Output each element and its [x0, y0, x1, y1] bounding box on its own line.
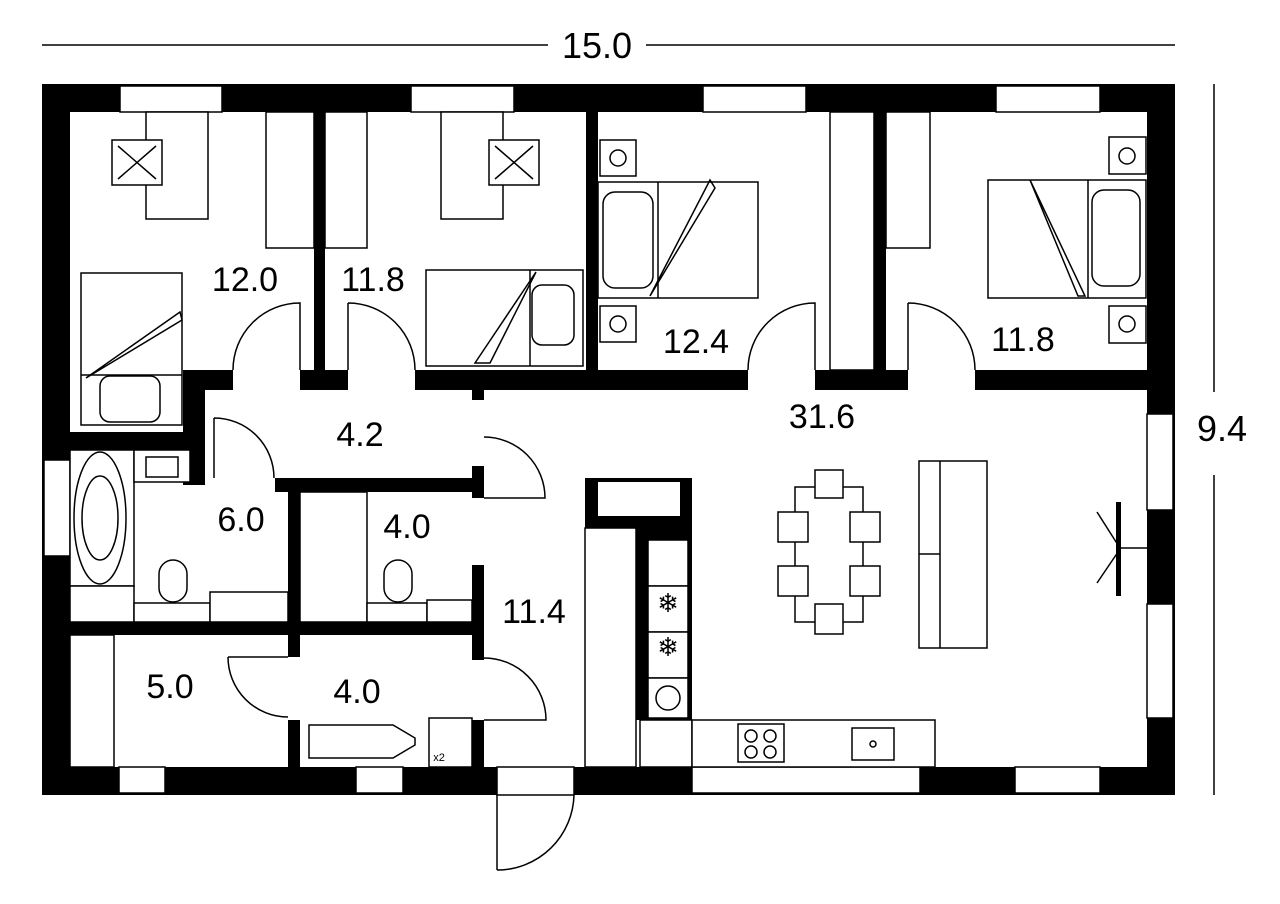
room-area-bedroom-4: 11.8: [991, 321, 1055, 359]
pillow-icon: [99, 375, 161, 423]
room-area-bedroom-1: 12.0: [212, 261, 278, 299]
fire-icon: [655, 685, 681, 711]
dining-set: [777, 469, 881, 635]
snowflake-icon: ❄: [657, 588, 679, 618]
oven-icon: [647, 677, 689, 719]
width-label: 15.0: [562, 25, 632, 66]
pillow-icon: [531, 284, 575, 346]
tv-icon: [1096, 502, 1147, 596]
height-label: 9.4: [1197, 408, 1247, 449]
room-area-hallway: 4.2: [336, 416, 383, 454]
kitchen: ❄ ❄: [584, 527, 936, 768]
stove-icon: [737, 723, 785, 763]
pillow-icon: [1091, 189, 1141, 287]
snowflake-icon: ❄: [657, 632, 679, 662]
freezer-icon: [647, 631, 689, 679]
toilet-icon: [383, 559, 413, 603]
width-dimension: 15.0: [42, 25, 1175, 66]
washer-count-label: x2: [433, 752, 445, 764]
nightstand-icon: [1108, 305, 1147, 344]
closet: [69, 634, 115, 768]
room-area-toilet: 4.0: [383, 508, 430, 546]
sink-icon: [426, 599, 473, 623]
bathroom-fixtures: x2: [69, 449, 473, 768]
wardrobe: [265, 111, 315, 249]
room-labels: 12.0 11.8 12.4 11.8 4.2 31.6 6.0 4.0 11.…: [146, 261, 1054, 711]
ironing-board-icon: [308, 724, 416, 759]
bathtub-icon: [69, 449, 135, 587]
toilet-icon: [158, 559, 188, 603]
nightstand-icon: [1108, 136, 1147, 175]
washer-icon: [428, 717, 473, 768]
sink-icon: [145, 456, 179, 478]
pillow-icon: [602, 191, 654, 289]
room-area-entrance: 11.4: [502, 593, 566, 631]
kitchen-sink-icon: [851, 727, 895, 761]
windows: [43, 85, 1174, 794]
entrance-door[interactable]: [496, 766, 575, 871]
interior-walls: [42, 112, 1147, 768]
room-area-bedroom-3: 12.4: [663, 323, 729, 361]
sofa: [918, 460, 988, 649]
height-dimension: 9.4: [1197, 84, 1247, 795]
nightstand-icon: [599, 139, 637, 177]
room-area-living: 31.6: [789, 398, 855, 436]
kitchen-counter: [691, 719, 936, 768]
room-area-storage: 5.0: [146, 668, 193, 706]
doors[interactable]: [213, 302, 976, 721]
wardrobe: [829, 111, 875, 371]
room-area-bedroom-2: 11.8: [341, 261, 405, 299]
bedroom-furniture: [80, 111, 1147, 426]
room-area-bathroom: 6.0: [217, 501, 264, 539]
nightstand-icon: [599, 305, 637, 343]
wardrobe: [885, 111, 931, 249]
room-area-utility: 4.0: [333, 673, 380, 711]
